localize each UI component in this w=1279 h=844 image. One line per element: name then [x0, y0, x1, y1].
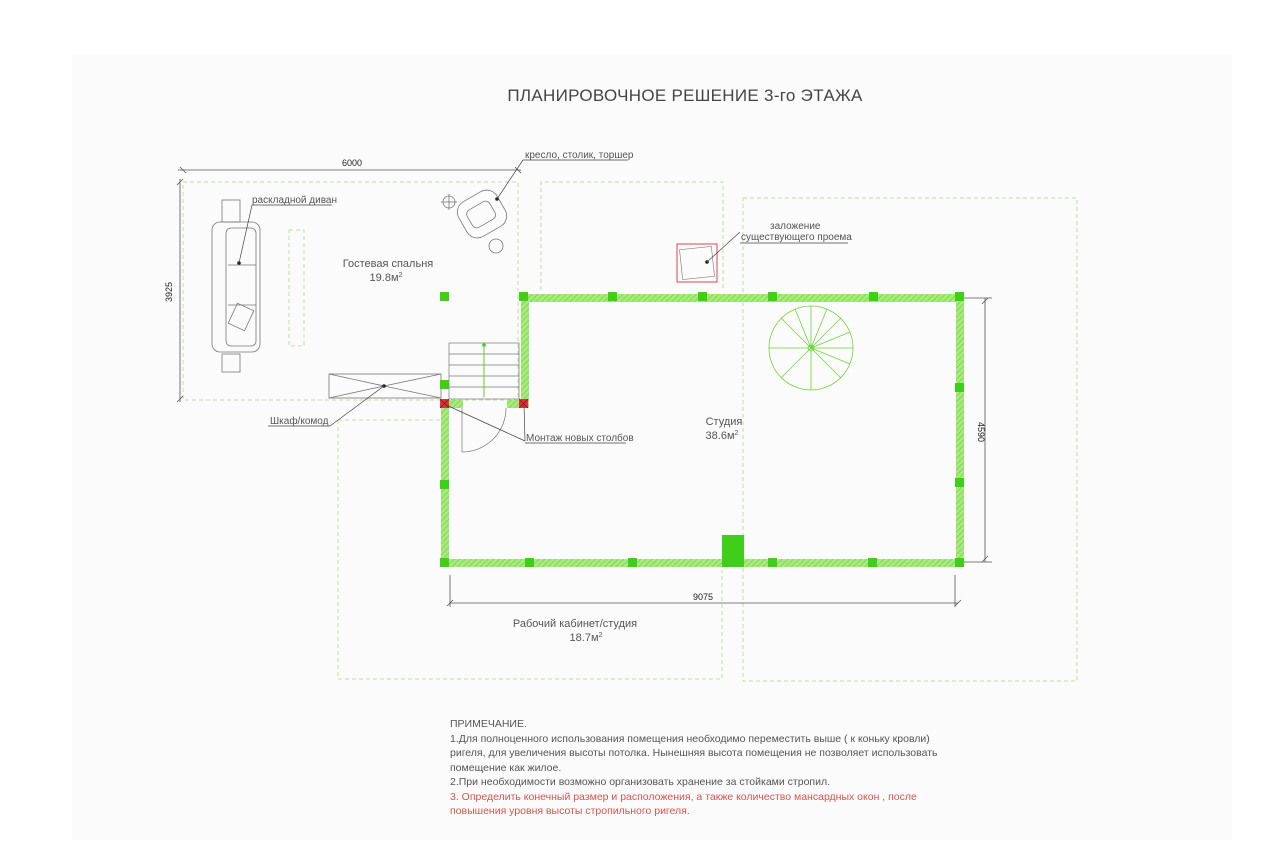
opening-to-close — [676, 243, 718, 283]
note-line-red: 3. Определить конечный размер и располож… — [450, 790, 917, 803]
room-outlines — [182, 181, 1078, 682]
dimension-lines — [176, 166, 992, 607]
dimension-guest-height: 3925 — [164, 282, 174, 302]
dimension-guest-width: 6000 — [342, 158, 362, 168]
office-outline — [337, 420, 723, 680]
door-swing — [461, 407, 507, 453]
folding-sofa — [211, 199, 261, 373]
note-line: 1.Для полноценного использования помещен… — [450, 732, 930, 745]
office-area: 18.7м2 — [570, 632, 603, 644]
wall-right — [956, 294, 964, 567]
stairs — [448, 342, 520, 400]
guest-room-area: 19.8м2 — [370, 272, 403, 284]
opening-label-2: существующего проема — [741, 232, 852, 243]
studio-name: Студия — [706, 416, 743, 428]
spiral-stair — [768, 305, 854, 391]
page-title: ПЛАНИРОВОЧНОЕ РЕШЕНИЕ 3-го ЭТАЖА — [507, 86, 863, 105]
armchair-label: кресло, столик, торшер — [525, 150, 634, 161]
notes-heading: ПРИМЕЧАНИЕ. — [450, 718, 527, 730]
note-line: ригеля, для увеличения высоты потолка. Н… — [450, 747, 938, 759]
wardrobe-label: Шкаф/комод — [270, 415, 329, 427]
note-line: помещение как жилое. — [450, 761, 562, 774]
wall-top — [521, 294, 963, 302]
opening-label-1: заложение — [770, 221, 821, 232]
right-zone-outline — [742, 197, 1078, 682]
drawing-sheet — [72, 55, 1232, 840]
sofa-label: раскладной диван — [252, 195, 337, 206]
studio-area: 38.6м2 — [706, 430, 739, 442]
roof-zone-outline — [540, 181, 724, 290]
office-name: Рабочий кабинет/студия — [513, 618, 637, 630]
guest-room-name: Гостевая спальня — [343, 258, 434, 270]
notes-block: ПРИМЕЧАНИЕ. 1.Для полноценного использов… — [450, 717, 1010, 819]
note-line-red: повышения уровня высоты стропильного риг… — [450, 805, 690, 817]
guest-room-outline — [182, 181, 519, 401]
dimension-studio-width: 9075 — [693, 592, 713, 602]
armchair-set — [441, 189, 508, 254]
studio-walls — [441, 294, 964, 567]
note-line: 2.При необходимости возможно организоват… — [450, 776, 831, 788]
new-columns-label: Монтаж новых столбов — [526, 432, 634, 444]
dimension-studio-height: 4590 — [976, 422, 986, 442]
wall-bottom — [441, 559, 964, 567]
new-columns — [439, 398, 529, 409]
columns — [440, 292, 964, 567]
wall-inner — [521, 294, 529, 406]
